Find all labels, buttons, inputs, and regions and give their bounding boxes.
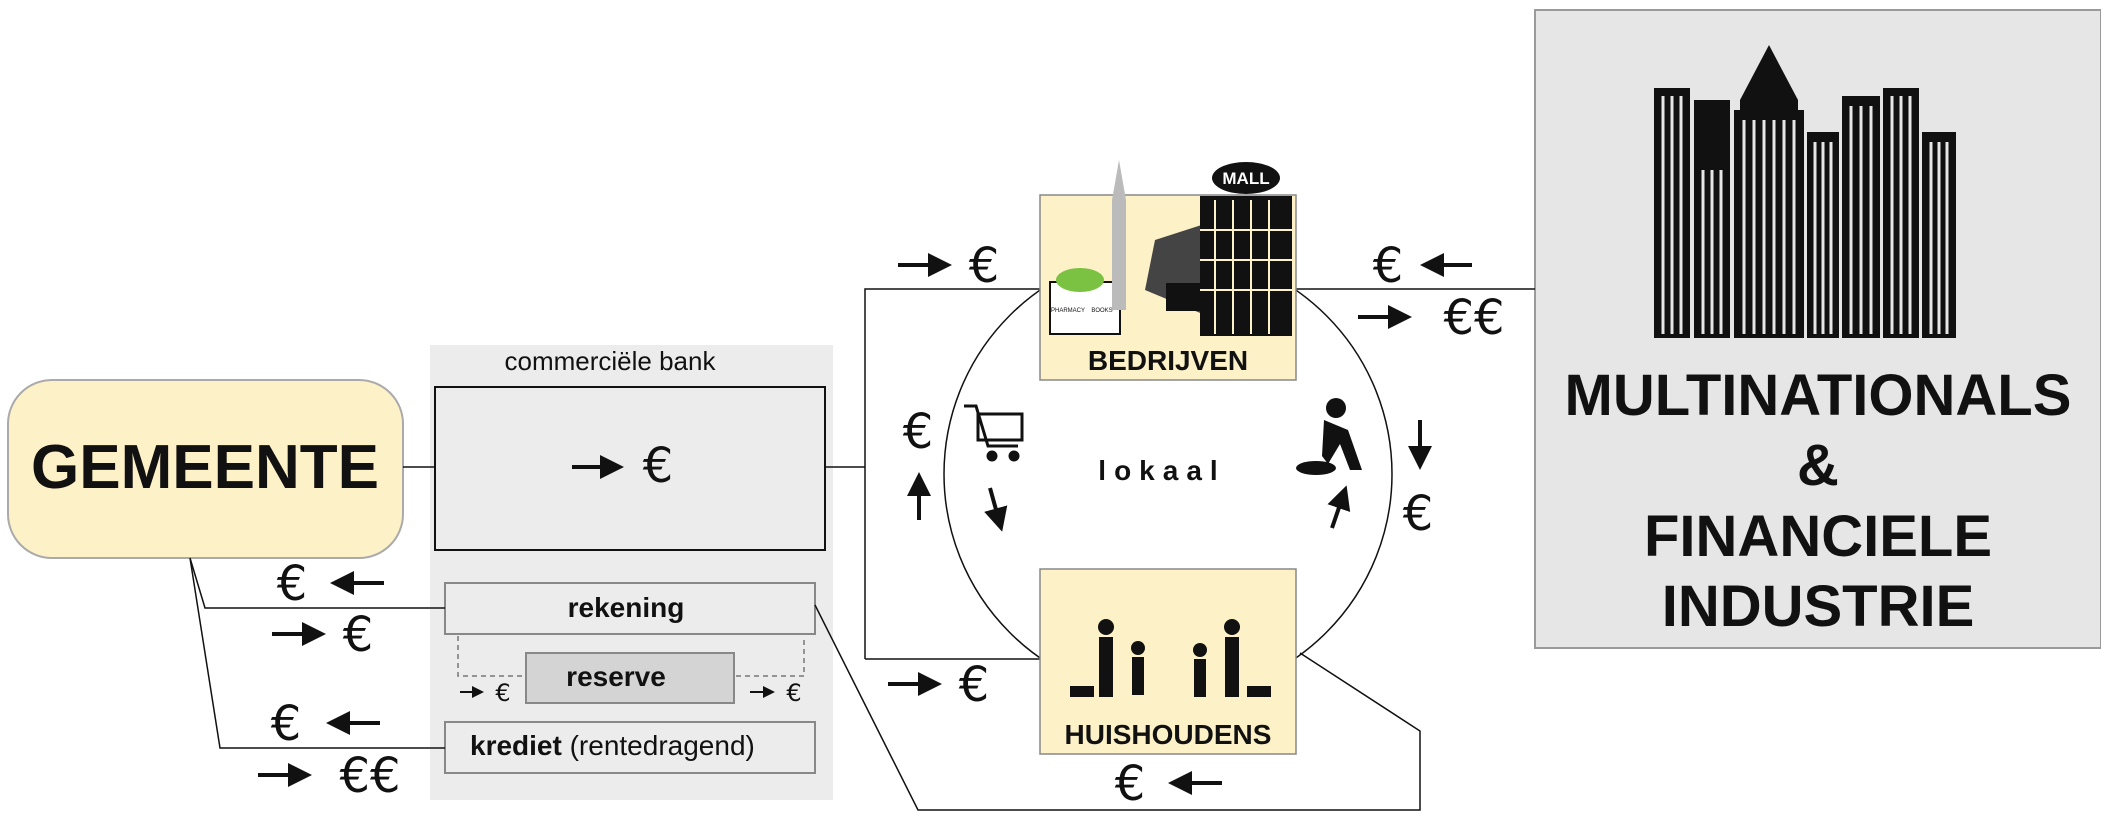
reserve-label: reserve — [566, 661, 666, 692]
huishoudens-node: HUISHOUDENS — [1039, 568, 1297, 755]
cycle-euro-left: € — [903, 404, 934, 460]
cycle-euro-right: € — [1403, 486, 1434, 542]
multinationals-line2: & — [1797, 433, 1839, 498]
reserve-euro-left: € — [495, 679, 510, 707]
flow-euro-to-bedrijven: € — [969, 238, 1000, 294]
bedrijven-node: MALL PHARMACY BOOKS BEDRIJVEN — [1039, 160, 1297, 381]
gemeente-euro-in-1: € — [277, 556, 308, 612]
shopping-cart-icon — [964, 404, 1024, 462]
gemeente-label: GEMEENTE — [31, 433, 379, 502]
family-icon — [1070, 619, 1271, 697]
flow-euro-to-huishoudens: € — [959, 657, 990, 713]
huishoudens-label: HUISHOUDENS — [1065, 719, 1272, 750]
flow-euro-multinationals-in: € — [1373, 238, 1404, 294]
multinationals-line1: MULTINATIONALS — [1565, 363, 2072, 428]
shop-sign-1: PHARMACY — [1051, 308, 1085, 314]
skyscraper-windows — [1661, 96, 1949, 334]
krediet-label: krediet (rentedragend) — [470, 730, 755, 761]
lokaal-label: lokaal — [1098, 455, 1225, 486]
multinationals-panel: MULTINATIONALS & FINANCIELE INDUSTRIE — [1534, 9, 2101, 649]
flow-euro-bottom: € — [1115, 756, 1146, 812]
multinationals-line3: FINANCIELE — [1644, 504, 1992, 569]
commercial-bank-panel: commerciële bank rekening reserve kredie… — [430, 345, 833, 800]
bank-box — [434, 386, 826, 551]
gemeente-double-euro-out: €€ — [339, 748, 400, 804]
reserve-euro-right: € — [786, 679, 801, 707]
worker-icon — [1296, 398, 1362, 475]
bank-euro: € — [643, 438, 674, 494]
flow-double-euro-multinationals: €€ — [1443, 290, 1504, 346]
multinationals-line4: INDUSTRIE — [1662, 574, 1975, 639]
rekening-label: rekening — [568, 592, 685, 623]
mall-sign: MALL — [1222, 169, 1269, 188]
reserve-box — [525, 652, 735, 704]
bank-title: commerciële bank — [505, 346, 717, 376]
gemeente-node: GEMEENTE — [7, 379, 404, 559]
town-and-mall-icon: MALL PHARMACY BOOKS — [1049, 160, 1292, 336]
gemeente-euro-in-2: € — [271, 696, 302, 752]
shop-sign-2: BOOKS — [1091, 308, 1112, 314]
gemeente-euro-out-1: € — [343, 607, 374, 663]
bedrijven-label: BEDRIJVEN — [1088, 345, 1248, 376]
